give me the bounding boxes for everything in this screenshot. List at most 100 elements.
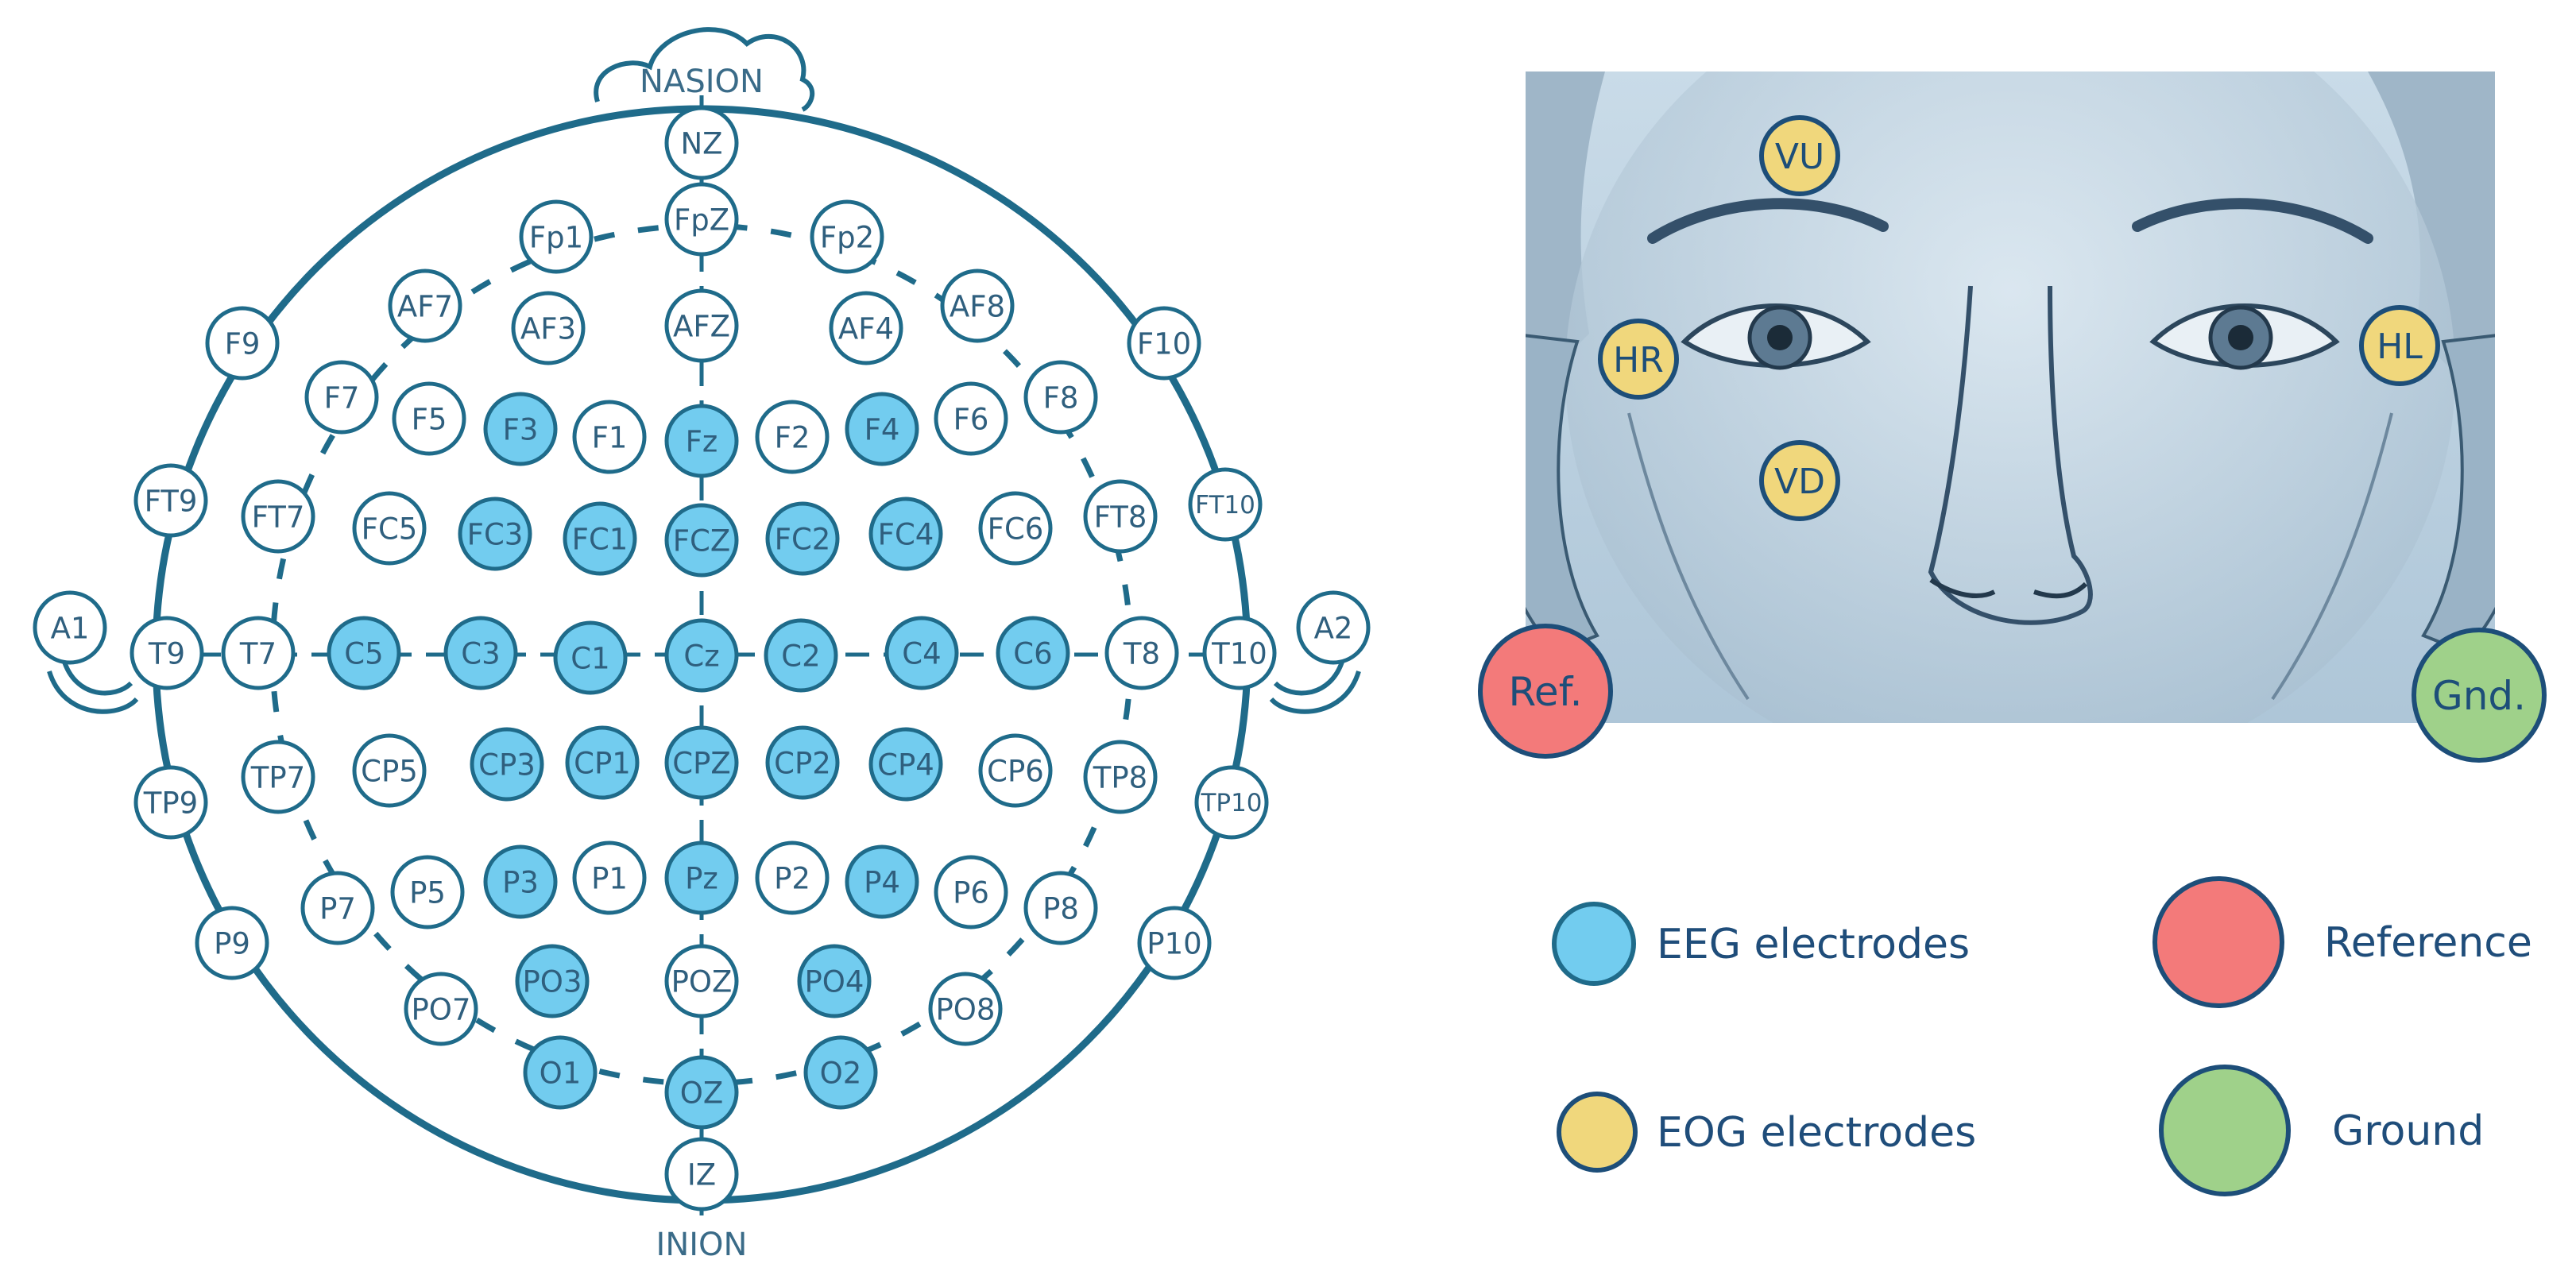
electrode-f9-label: F9 <box>225 327 261 361</box>
electrode-af4-label: AF4 <box>838 311 894 346</box>
electrode-af4: AF4 <box>829 291 903 365</box>
electrode-vd: VD <box>1759 440 1840 521</box>
electrode-cp3: CP3 <box>470 727 544 802</box>
electrode-po3: PO3 <box>515 944 590 1018</box>
electrode-po4-label: PO4 <box>805 964 864 999</box>
electrode-ft9-label: FT9 <box>145 484 198 518</box>
electrode-af3-label: AF3 <box>520 311 576 346</box>
electrode-p7-marker <box>300 871 375 945</box>
electrode-hr-marker <box>1598 319 1679 400</box>
electrode-tp8-label: TP8 <box>1093 760 1147 794</box>
electrode-afz: AFZ <box>664 288 739 363</box>
electrode-fc4-marker <box>868 497 943 571</box>
electrode-cpz: CPZ <box>664 725 739 800</box>
legend-reference-swatch <box>2152 876 2284 1008</box>
legend-reference-swatch-marker <box>2152 876 2284 1008</box>
electrode-fc4-label: FC4 <box>878 517 934 551</box>
electrode-c6-label: C6 <box>1013 636 1052 670</box>
electrode-p9-marker <box>195 906 269 980</box>
electrode-po7: PO7 <box>404 972 478 1046</box>
electrode-c4-marker <box>884 616 959 690</box>
electrode-t8: T8 <box>1104 616 1179 690</box>
electrode-ft10-marker <box>1188 467 1263 542</box>
electrode-po7-marker <box>404 972 478 1046</box>
electrode-c5: C5 <box>327 616 401 690</box>
electrode-vu-marker <box>1759 115 1840 196</box>
electrode-p4: P4 <box>845 844 919 919</box>
electrode-p10-marker <box>1137 906 1212 980</box>
legend-ground-swatch-marker <box>2159 1065 2291 1196</box>
electrode-fc4: FC4 <box>868 497 943 571</box>
electrode-fz: Fz <box>664 404 739 478</box>
electrode-fp1: Fp1 <box>519 199 594 274</box>
electrode-p3-marker <box>483 844 558 919</box>
electrode-cp6-label: CP6 <box>987 754 1044 788</box>
electrode-tp7: TP7 <box>241 740 315 814</box>
legend-reference-label: Reference <box>2324 919 2532 967</box>
electrode-cp1: CP1 <box>565 725 640 800</box>
electrode-c4: C4 <box>884 616 959 690</box>
electrode-p3: P3 <box>483 844 558 919</box>
electrode-f5-marker <box>392 381 466 456</box>
electrode-cp1-label: CP1 <box>574 746 631 780</box>
electrode-fpz: FpZ <box>664 182 739 257</box>
electrode-ref-marker <box>1478 624 1613 759</box>
electrode-tp10-label: TP10 <box>1200 789 1262 817</box>
electrode-f5-label: F5 <box>412 402 447 436</box>
electrode-p6-label: P6 <box>953 875 989 910</box>
electrode-cpz-label: CPZ <box>672 746 731 780</box>
electrode-t10: T10 <box>1202 616 1277 690</box>
electrode-p7: P7 <box>300 871 375 945</box>
electrode-tp9-marker <box>133 765 208 840</box>
electrode-iz: IZ <box>664 1137 739 1212</box>
electrode-iz-label: IZ <box>687 1157 716 1192</box>
electrode-a2: A2 <box>1296 590 1371 665</box>
electrode-po8-marker <box>928 972 1003 1046</box>
electrode-gnd-marker <box>2412 628 2547 763</box>
electrode-p2-label: P2 <box>774 861 810 895</box>
legend-eog-electrodes-swatch-marker <box>1557 1092 1638 1173</box>
electrode-afz-label: AFZ <box>673 309 730 343</box>
electrode-fp1-marker <box>519 199 594 274</box>
electrode-c1-label: C1 <box>571 641 609 675</box>
electrode-tp9-label: TP9 <box>143 786 198 820</box>
electrode-p10-label: P10 <box>1147 926 1201 960</box>
electrode-f10-marker <box>1127 306 1201 381</box>
electrode-c3-marker <box>443 616 518 690</box>
electrode-cp4-label: CP4 <box>877 748 934 782</box>
electrode-fp2-marker <box>810 199 884 274</box>
electrode-hr: HR <box>1598 319 1679 400</box>
electrode-vd-marker <box>1759 440 1840 521</box>
electrode-f6-marker <box>934 381 1008 456</box>
electrode-po3-label: PO3 <box>523 964 582 999</box>
electrode-fp2: Fp2 <box>810 199 884 274</box>
electrode-f6-label: F6 <box>953 402 989 436</box>
electrode-p9: P9 <box>195 906 269 980</box>
electrode-f7-label: F7 <box>324 381 360 415</box>
electrode-p5-label: P5 <box>409 875 446 910</box>
electrode-f3: F3 <box>483 392 558 466</box>
electrode-f2: F2 <box>755 400 830 474</box>
electrode-cp6: CP6 <box>978 733 1053 808</box>
electrode-c1-marker <box>553 620 628 695</box>
electrode-fpz-marker <box>664 182 739 257</box>
electrode-ref: Ref. <box>1478 624 1613 759</box>
electrode-c3-label: C3 <box>461 636 500 670</box>
electrode-cp4: CP4 <box>868 727 943 802</box>
electrode-f8: F8 <box>1023 360 1098 435</box>
electrode-hr-label: HR <box>1613 340 1664 381</box>
electrode-tp10-marker <box>1194 765 1269 840</box>
electrode-vu: VU <box>1759 115 1840 196</box>
electrode-fcz: FCZ <box>664 503 739 578</box>
legend-eog-electrodes-swatch <box>1557 1092 1638 1173</box>
electrode-tp10: TP10 <box>1194 765 1269 840</box>
electrode-po4-marker <box>797 944 872 1018</box>
electrode-p2: P2 <box>755 841 830 915</box>
electrode-cpz-marker <box>664 725 739 800</box>
electrode-c6-marker <box>996 616 1070 690</box>
electrode-hl-label: HL <box>2377 327 2423 367</box>
electrode-fc3: FC3 <box>458 497 532 571</box>
